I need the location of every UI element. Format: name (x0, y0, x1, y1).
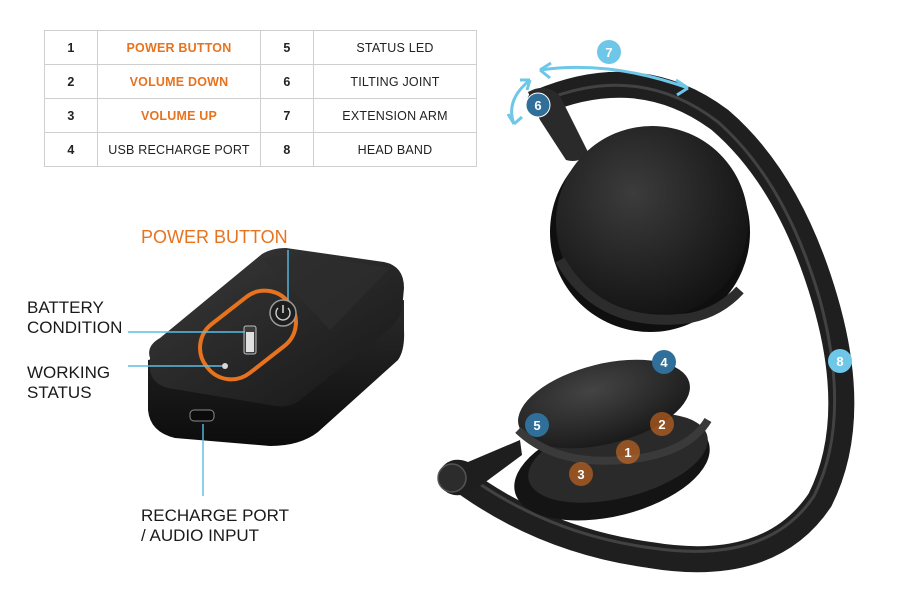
badge-1: 1 (616, 440, 640, 464)
battery-callout-line1: BATTERY (27, 298, 104, 317)
svg-text:4: 4 (660, 355, 668, 370)
svg-text:3: 3 (577, 467, 584, 482)
motion-arrows (506, 61, 689, 126)
legend-label: TILTING JOINT (313, 64, 477, 99)
legend-label: EXTENSION ARM (313, 98, 477, 133)
legend-row: 4 USB RECHARGE PORT 8 HEAD BAND (44, 132, 477, 167)
battery-condition-callout: BATTERY CONDITION (27, 298, 122, 338)
badge-6: 6 (525, 92, 551, 118)
power-button-callout: POWER BUTTON (141, 227, 288, 247)
svg-text:7: 7 (605, 45, 612, 60)
legend-number: 3 (44, 98, 98, 133)
transmitter-unit (148, 248, 405, 446)
badge-4: 4 (652, 350, 676, 374)
legend-label: USB RECHARGE PORT (97, 132, 261, 167)
legend-number: 4 (44, 132, 98, 167)
legend-label: HEAD BAND (313, 132, 477, 167)
legend-number: 6 (260, 64, 314, 99)
badge-5: 5 (525, 413, 549, 437)
badge-2: 2 (650, 412, 674, 436)
badge-3: 3 (569, 462, 593, 486)
recharge-port-callout: RECHARGE PORT / AUDIO INPUT (141, 506, 289, 546)
working-callout-line2: STATUS (27, 383, 92, 402)
legend-row: 1 POWER BUTTON 5 STATUS LED (44, 30, 477, 65)
legend-row: 3 VOLUME UP 7 EXTENSION ARM (44, 98, 477, 133)
legend-number: 1 (44, 30, 98, 65)
battery-callout-line2: CONDITION (27, 318, 123, 337)
badge-8: 8 (828, 349, 852, 373)
legend-row: 2 VOLUME DOWN 6 TILTING JOINT (44, 64, 477, 99)
svg-text:8: 8 (836, 354, 843, 369)
recharge-callout-line2: / AUDIO INPUT (141, 526, 260, 545)
headphones (437, 71, 855, 573)
working-callout-line1: WORKING (27, 363, 111, 382)
svg-text:2: 2 (658, 417, 665, 432)
svg-text:6: 6 (534, 98, 541, 113)
callout-badges: 1 2 3 4 5 6 7 8 (525, 40, 852, 486)
svg-text:1: 1 (624, 445, 631, 460)
legend-table: 1 POWER BUTTON 5 STATUS LED 2 VOLUME DOW… (44, 30, 477, 167)
transmitter-leader-lines (128, 250, 289, 496)
recharge-callout-line1: RECHARGE PORT (141, 506, 289, 525)
legend-label: VOLUME DOWN (97, 64, 261, 99)
legend-number: 8 (260, 132, 314, 167)
badge-7: 7 (597, 40, 621, 64)
svg-text:5: 5 (533, 418, 540, 433)
working-status-callout: WORKING STATUS (27, 363, 110, 403)
